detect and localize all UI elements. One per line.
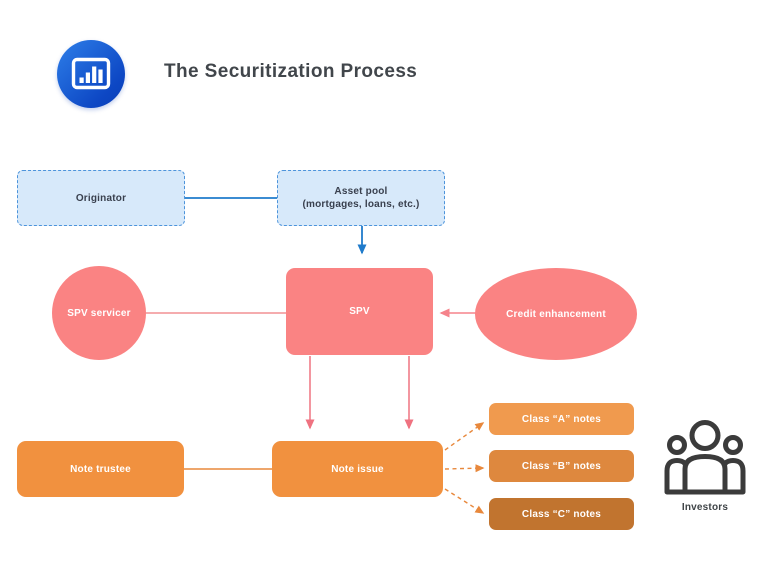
investors-label: Investors xyxy=(681,502,729,513)
edge-noteissue-classC xyxy=(444,488,485,514)
node-spv-label: SPV xyxy=(349,306,370,317)
asset-pool-line2: (mortgages, loans, etc.) xyxy=(302,199,420,210)
node-originator-label: Originator xyxy=(75,192,127,204)
node-note-issue: Note issue xyxy=(272,441,443,497)
people-group-icon xyxy=(664,420,746,495)
page-title: The Securitization Process xyxy=(164,61,418,82)
logo-badge xyxy=(57,40,125,108)
node-asset-pool-label: Asset pool (mortgages, loans, etc.) xyxy=(302,185,419,211)
node-asset-pool: Asset pool (mortgages, loans, etc.) xyxy=(277,170,445,226)
node-credit-enhancement-label: Credit enhancement xyxy=(506,308,606,320)
node-class-a-label: Class “A” notes xyxy=(521,413,602,425)
edge-noteissue-classA xyxy=(444,422,485,451)
node-note-trustee-label: Note trustee xyxy=(70,463,131,475)
node-class-c-label: Class “C” notes xyxy=(521,508,602,520)
edge-noteissue-classB xyxy=(444,464,485,473)
node-class-b-notes: Class “B” notes xyxy=(489,450,634,482)
node-spv-servicer-label: SPV servicer xyxy=(67,307,131,319)
node-class-b-label: Class “B” notes xyxy=(521,460,602,472)
node-spv-servicer: SPV servicer xyxy=(52,266,146,360)
asset-pool-line1: Asset pool xyxy=(334,186,388,197)
node-credit-enhancement: Credit enhancement xyxy=(475,268,637,360)
node-class-a-notes: Class “A” notes xyxy=(489,403,634,435)
node-note-issue-label: Note issue xyxy=(331,463,384,475)
node-class-c-notes: Class “C” notes xyxy=(489,498,634,530)
node-spv: SPV xyxy=(286,268,433,355)
bar-chart-icon xyxy=(71,57,111,90)
node-note-trustee: Note trustee xyxy=(17,441,184,497)
node-originator: Originator xyxy=(17,170,185,226)
